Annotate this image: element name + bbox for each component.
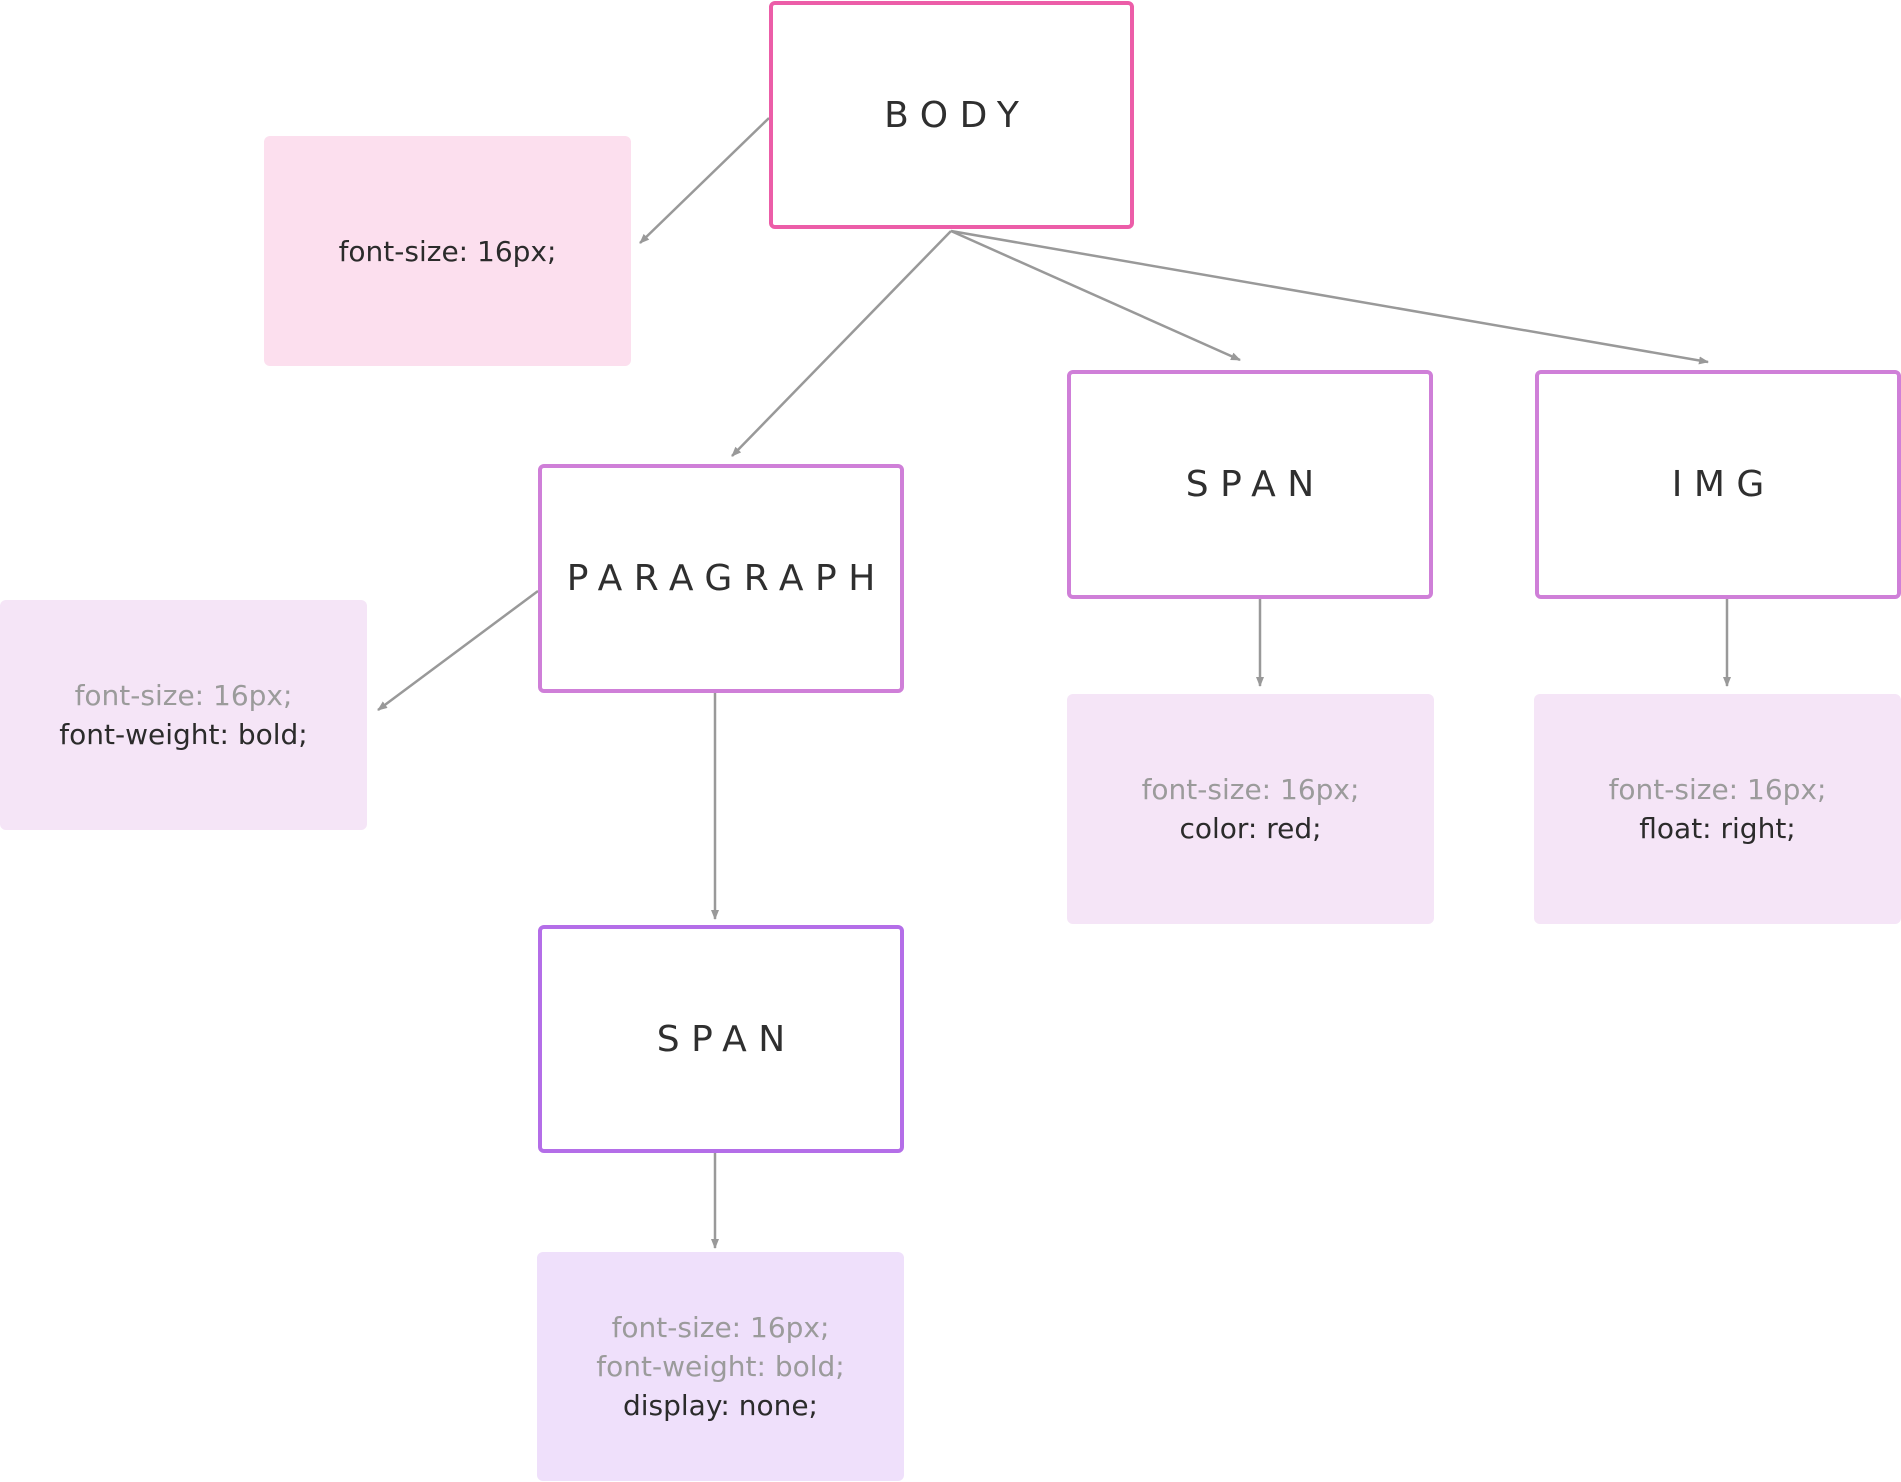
edge-body-to-img	[950, 229, 1709, 365]
edge-body-to-body-style	[639, 117, 770, 244]
style-box-span: font-size: 16px; color: red;	[1067, 694, 1434, 924]
node-img: IMG	[1535, 370, 1901, 599]
style-property: font-weight: bold;	[59, 718, 308, 751]
edge-body-to-paragraph	[731, 230, 952, 457]
node-span-2: SPAN	[538, 925, 904, 1153]
style-property-inherited: font-size: 16px;	[74, 679, 293, 712]
node-label: SPAN	[656, 1018, 797, 1060]
node-label: BODY	[884, 94, 1031, 136]
style-box-img: font-size: 16px; float: right;	[1534, 694, 1901, 924]
style-property: color: red;	[1179, 812, 1322, 845]
style-property: float: right;	[1639, 812, 1796, 845]
node-span-1: SPAN	[1067, 370, 1433, 599]
style-property: font-size: 16px;	[338, 234, 557, 268]
node-label: IMG	[1671, 464, 1776, 505]
node-paragraph: PARAGRAPH	[538, 464, 904, 693]
style-property-inherited: font-size: 16px;	[1141, 773, 1360, 806]
style-box-nested-span: font-size: 16px; font-weight: bold; disp…	[537, 1252, 904, 1481]
node-label: PARAGRAPH	[566, 558, 887, 599]
style-property-inherited: font-weight: bold;	[596, 1350, 845, 1383]
style-box-paragraph: font-size: 16px; font-weight: bold;	[0, 600, 367, 830]
edge-body-to-span-1	[950, 229, 1241, 362]
node-body: BODY	[769, 1, 1134, 229]
style-property: display: none;	[622, 1389, 818, 1422]
node-label: SPAN	[1185, 464, 1326, 505]
style-property-inherited: font-size: 16px;	[611, 1311, 830, 1344]
style-property-inherited: font-size: 16px;	[1608, 773, 1827, 806]
style-box-body: font-size: 16px;	[264, 136, 631, 366]
edge-paragraph-to-paragraph-style	[377, 589, 539, 712]
